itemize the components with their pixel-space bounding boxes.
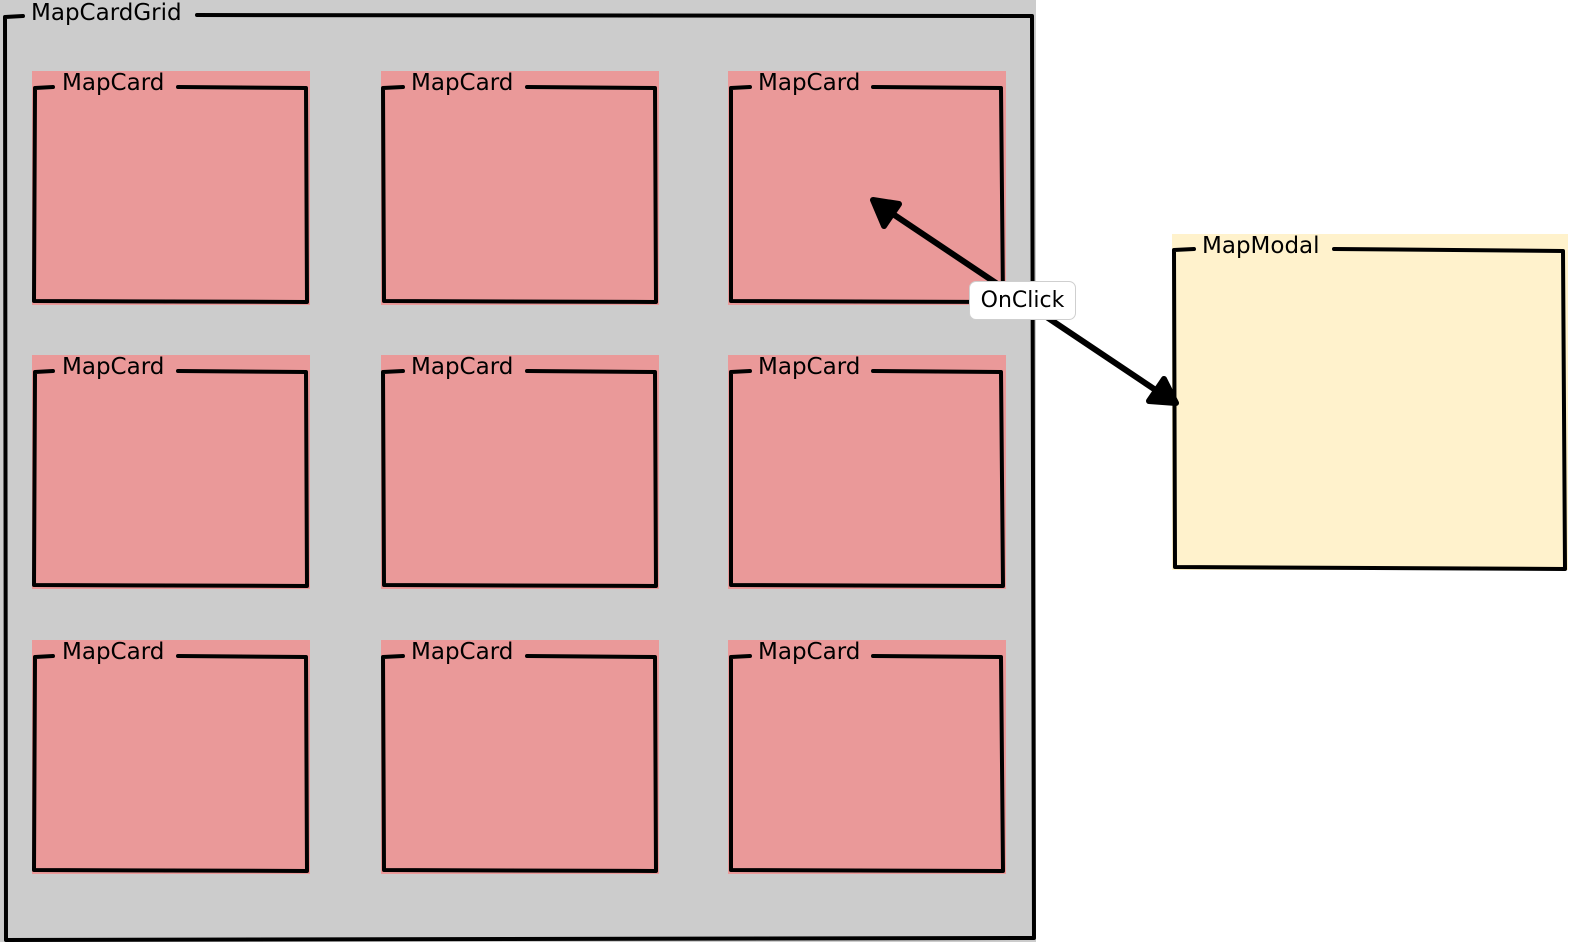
map-card-label: MapCard bbox=[62, 639, 165, 665]
map-card bbox=[728, 640, 1006, 874]
map-card bbox=[381, 355, 659, 589]
map-card bbox=[728, 71, 1006, 305]
map-card-label: MapCard bbox=[758, 354, 861, 380]
map-card bbox=[728, 355, 1006, 589]
map-card bbox=[381, 71, 659, 305]
map-modal-container bbox=[1172, 234, 1568, 570]
map-card bbox=[32, 355, 310, 589]
map-card-label: MapCard bbox=[411, 354, 514, 380]
map-card-label: MapCard bbox=[62, 354, 165, 380]
map-modal-label: MapModal bbox=[1202, 233, 1320, 259]
map-card-label: MapCard bbox=[758, 639, 861, 665]
map-card-label: MapCard bbox=[411, 639, 514, 665]
map-card bbox=[32, 71, 310, 305]
map-card-label: MapCard bbox=[758, 70, 861, 96]
map-card bbox=[32, 640, 310, 874]
map-card-label: MapCard bbox=[62, 70, 165, 96]
onclick-edge-label: OnClick bbox=[969, 281, 1076, 320]
map-card-grid-label: MapCardGrid bbox=[31, 0, 182, 26]
map-card-label: MapCard bbox=[411, 70, 514, 96]
map-card bbox=[381, 640, 659, 874]
